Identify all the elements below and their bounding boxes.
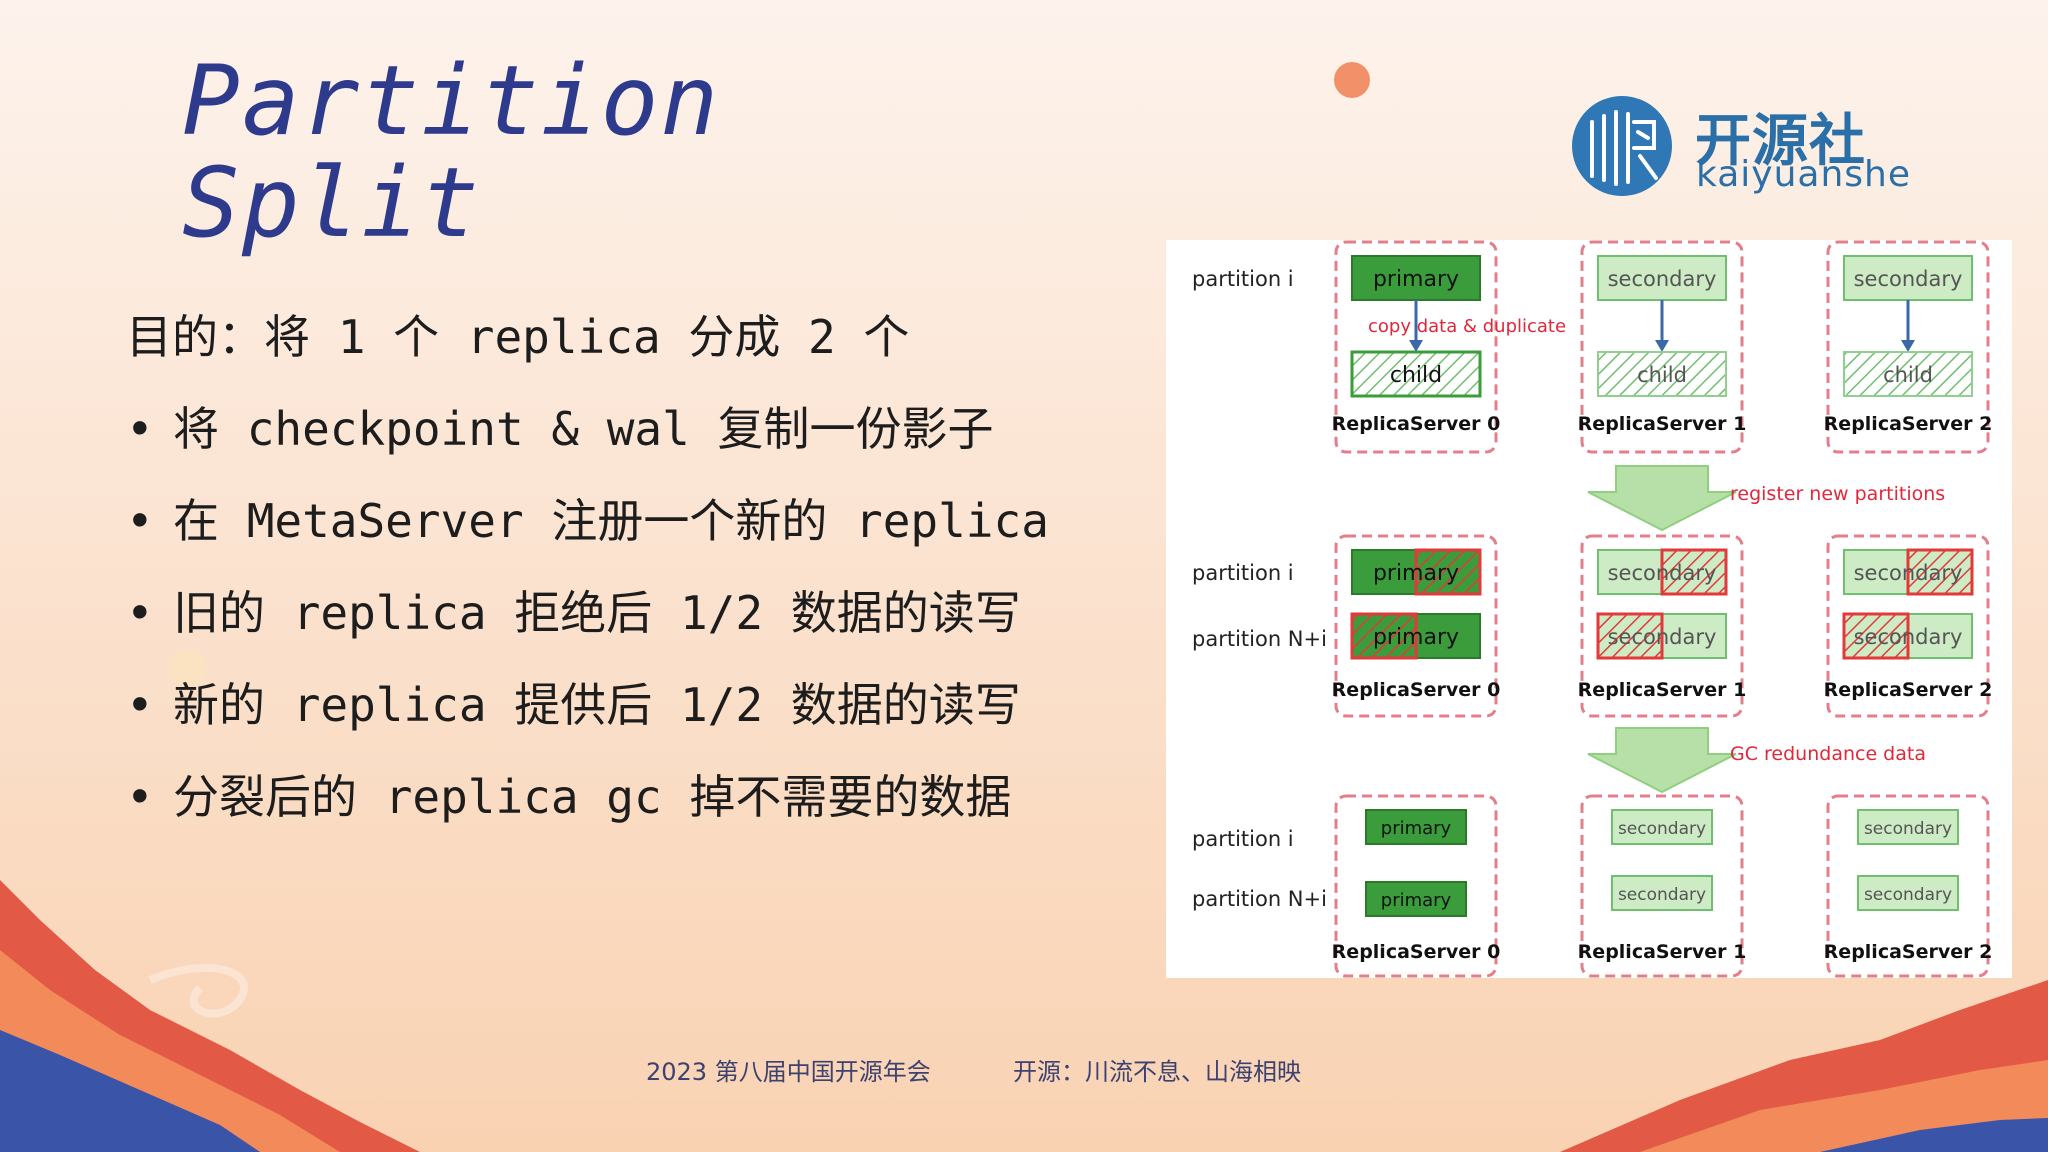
secondary-label: secondary [1854, 561, 1963, 585]
server-frame [1826, 240, 1990, 454]
server-label: ReplicaServer 1 [1578, 679, 1747, 701]
footer-slogan: 开源：川流不息、山海相映 [1013, 1058, 1301, 1086]
mountain-right-decoration [1560, 980, 2048, 1152]
secondary-label: secondary [1618, 819, 1706, 839]
child-label: child [1637, 363, 1687, 387]
row-label-partition-i: partition i [1192, 561, 1294, 585]
partition-split-diagram: partition i primary child copy data & du… [1166, 240, 2012, 978]
primary-label: primary [1381, 818, 1452, 839]
server-label: ReplicaServer 1 [1578, 941, 1747, 963]
footer-conference: 2023 第八届中国开源年会 [646, 1058, 931, 1086]
server-label: ReplicaServer 0 [1332, 679, 1501, 701]
annotation-gc: GC redundance data [1730, 743, 1926, 765]
bullet-item: 旧的 replica 拒绝后 1/2 数据的读写 [126, 581, 1056, 645]
arrow-down-head [1901, 340, 1915, 352]
child-label: child [1390, 363, 1442, 388]
child-box [1843, 351, 1973, 397]
server-frame [1580, 794, 1744, 978]
bullet-item: 将 checkpoint & wal 复制一份影子 [126, 397, 1056, 461]
row-label-partition-n-i: partition N+i [1192, 627, 1327, 651]
primary-box [1365, 809, 1467, 845]
logo-text-chinese: 开源社 [1695, 109, 1866, 174]
purpose-heading: 目的：将 1 个 replica 分成 2 个 [126, 310, 910, 364]
secondary-label: secondary [1608, 267, 1717, 291]
secondary-label: secondary [1618, 885, 1706, 905]
primary-label: primary [1381, 890, 1452, 911]
server-frame [1580, 240, 1744, 454]
secondary-label: secondary [1854, 625, 1963, 649]
row-label-partition-n-i: partition N+i [1192, 887, 1327, 911]
server-label: ReplicaServer 2 [1824, 413, 1993, 435]
red-hatch-half [1842, 612, 1910, 660]
slide-content: 目的：将 1 个 replica 分成 2 个 将 checkpoint & w… [126, 305, 1056, 857]
server-label: ReplicaServer 2 [1824, 679, 1993, 701]
decorative-orange-dot [1334, 62, 1370, 98]
bullet-item: 新的 replica 提供后 1/2 数据的读写 [126, 673, 1056, 737]
child-box [1597, 351, 1727, 397]
red-hatch-half [1596, 612, 1664, 660]
slide-title: Partition Split [182, 50, 720, 254]
red-hatch-half [1350, 612, 1418, 660]
server-frame [1580, 534, 1744, 718]
server-frame [1826, 794, 1990, 978]
arrow-down-head [1409, 340, 1423, 352]
logo-text-english: kaiyuanshe [1696, 154, 1911, 195]
secondary-label: secondary [1608, 625, 1717, 649]
server-label: ReplicaServer 0 [1332, 413, 1501, 435]
server-label: ReplicaServer 1 [1578, 413, 1747, 435]
server-label: ReplicaServer 2 [1824, 941, 1993, 963]
arrow-down-head [1655, 340, 1669, 352]
secondary-box [1857, 809, 1959, 845]
server-frame [1826, 534, 1990, 718]
secondary-box [1857, 875, 1959, 911]
secondary-label: secondary [1864, 885, 1952, 905]
flow-arrow [1587, 465, 1737, 532]
server-label: ReplicaServer 0 [1332, 941, 1501, 963]
row-label-partition-i: partition i [1192, 267, 1294, 291]
server-frame [1334, 794, 1498, 978]
red-hatch-half [1414, 548, 1482, 596]
red-hatch-half [1660, 548, 1728, 596]
primary-box [1351, 255, 1481, 301]
child-label: child [1883, 363, 1933, 387]
secondary-box [1843, 255, 1973, 301]
secondary-box [1611, 809, 1713, 845]
title-line-1: Partition [182, 45, 721, 157]
server-frame [1334, 534, 1498, 718]
primary-label: primary [1373, 267, 1459, 292]
annotation-copy: copy data & duplicate [1368, 316, 1566, 337]
primary-label: primary [1373, 561, 1459, 586]
server-frame [1334, 240, 1498, 454]
secondary-label: secondary [1608, 561, 1717, 585]
annotation-register: register new partitions [1730, 483, 1945, 505]
kaiyuanshe-logo: 开源社 kaiyuanshe [1568, 88, 1910, 208]
secondary-label: secondary [1854, 267, 1963, 291]
flow-arrow [1587, 727, 1737, 794]
primary-label: primary [1373, 625, 1459, 650]
bullet-item: 分裂后的 replica gc 掉不需要的数据 [126, 765, 1056, 829]
bullet-list: 将 checkpoint & wal 复制一份影子 在 MetaServer 注… [126, 397, 1056, 829]
secondary-label: secondary [1864, 819, 1952, 839]
secondary-box [1611, 875, 1713, 911]
bullet-item: 在 MetaServer 注册一个新的 replica [126, 489, 1056, 553]
row-label-partition-i: partition i [1192, 827, 1294, 851]
mountain-left-decoration [0, 880, 420, 1152]
kaiyuanshe-logo-icon [1572, 96, 1672, 196]
child-box [1350, 350, 1482, 398]
title-line-2: Split [182, 147, 481, 259]
red-hatch-half [1906, 548, 1974, 596]
primary-box [1365, 881, 1467, 917]
